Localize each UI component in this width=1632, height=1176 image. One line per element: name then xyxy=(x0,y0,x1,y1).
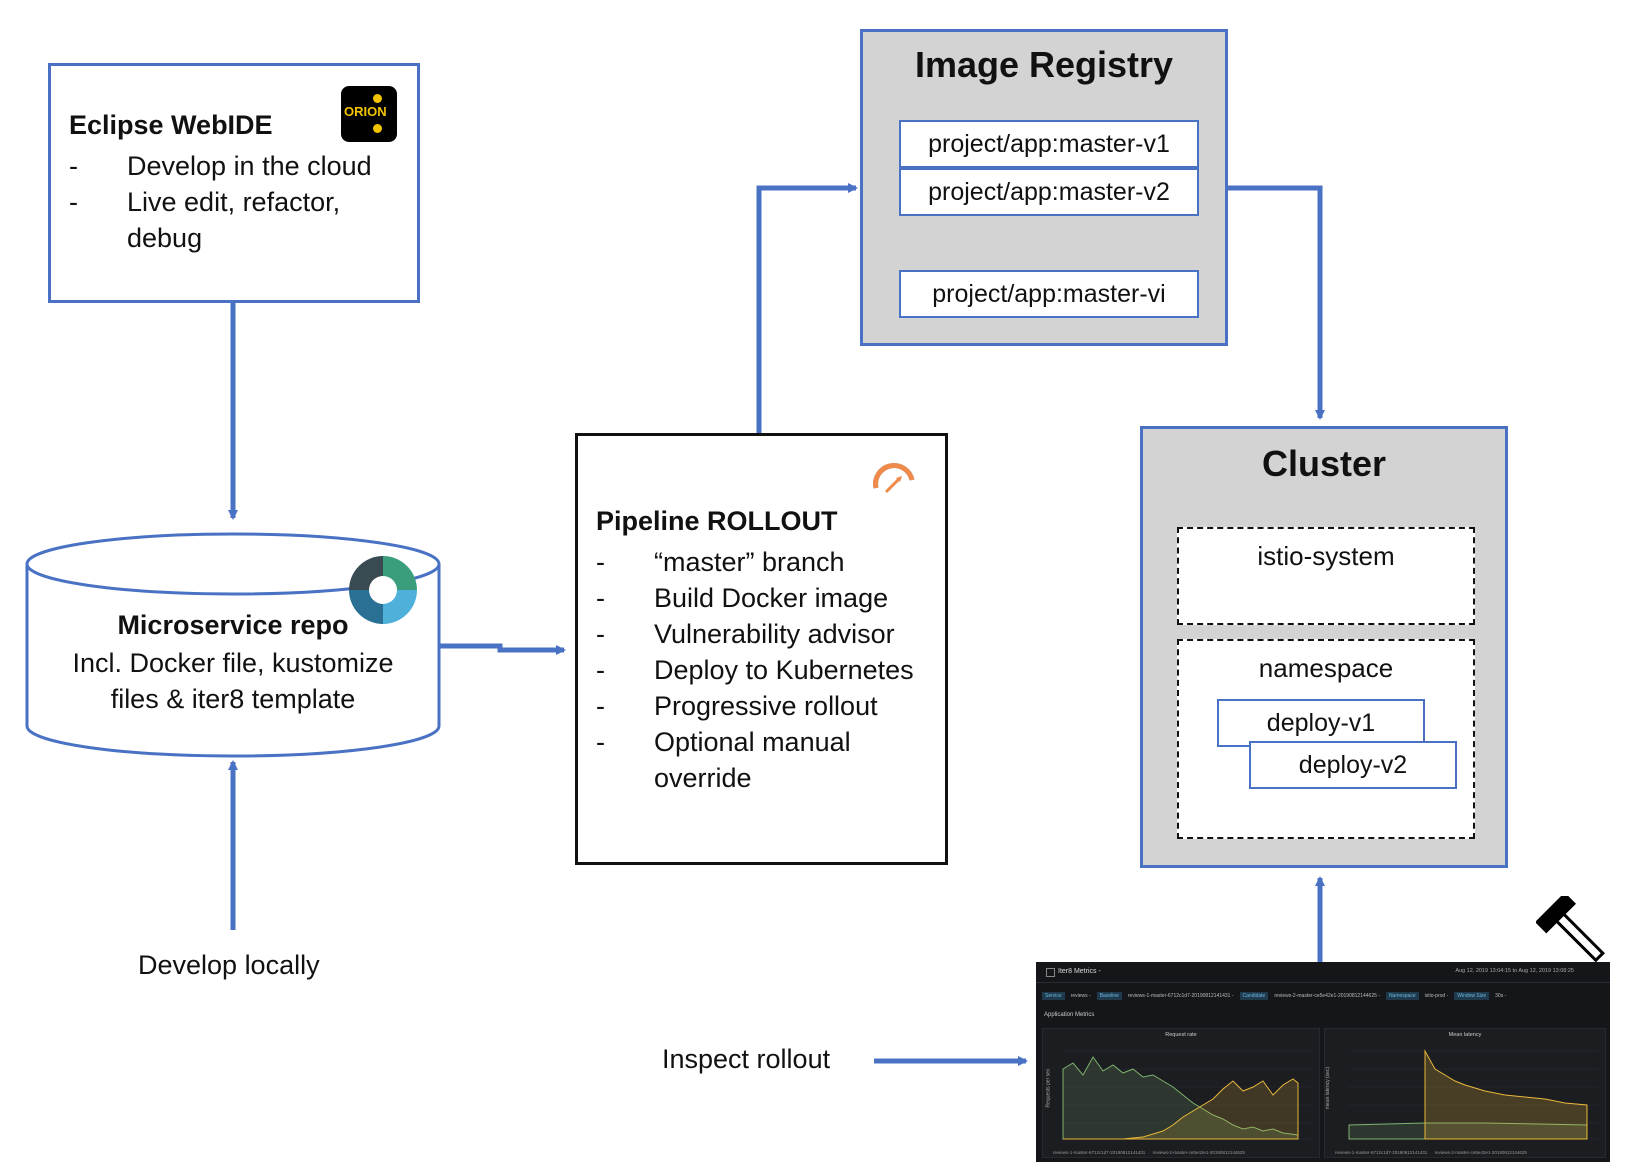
pipeline-list: - “master” branch - Build Docker image - Vu… xyxy=(596,544,941,796)
var-label: Candidate xyxy=(1239,992,1269,1000)
var-label: Namespace xyxy=(1385,992,1419,1000)
request-rate-title: Request rate xyxy=(1165,1032,1197,1038)
webide-box: ORION Eclipse WebIDE - Develop in the clo… xyxy=(48,63,420,303)
repo-line2: files & iter8 template xyxy=(110,684,356,714)
bullet-dash: - xyxy=(596,655,605,685)
webide-item: - Develop in the cloud xyxy=(69,148,409,184)
hammer-icon xyxy=(1536,896,1605,963)
legend-series-1: reviews-1-master-6712c1d7-20190812141431 xyxy=(1335,1150,1428,1155)
pipeline-item-text: Build Docker image xyxy=(654,583,889,613)
arrow-repo-to-pipeline xyxy=(437,643,566,655)
orion-dot-bottom xyxy=(373,124,382,133)
bullet-dash: - xyxy=(596,691,605,721)
var-label: Baseline xyxy=(1096,992,1122,1000)
pipeline-item: - Progressive rollout xyxy=(596,688,941,724)
repo-logo xyxy=(349,556,417,624)
webide-list: - Develop in the cloud - Live edit, refact… xyxy=(69,148,409,256)
orion-logo-text: ORION xyxy=(344,104,387,119)
pipeline-item-text: Optional manual override xyxy=(654,727,851,793)
pipeline-item: - “master” branch xyxy=(596,544,941,580)
mean-latency-plot xyxy=(1348,1049,1599,1140)
mean-latency-title: Mean latency xyxy=(1448,1032,1482,1038)
registry-box: Image Registry project/app:master-v1 pro… xyxy=(860,29,1228,346)
dashboard-title[interactable]: Iter8 Metrics - xyxy=(1058,968,1101,975)
repo-cylinder xyxy=(25,532,441,758)
legend-series-2: reviews-2-master-ce5e42e1-20190812144625 xyxy=(1434,1150,1527,1155)
namespace-label: namespace xyxy=(1258,653,1394,683)
var-value[interactable]: reviews-2-master-ce5e42e1-20190812144625… xyxy=(1274,993,1380,999)
arrow-registry-to-cluster xyxy=(1224,185,1325,420)
request-rate-panel: Request rate Requests per sec reviews-1-… xyxy=(1042,1028,1320,1158)
arrow-pipeline-to-registry xyxy=(756,183,858,433)
deploy-v1-box: deploy-v1 xyxy=(1217,699,1425,747)
iter8-dashboard: Iter8 Metrics - Aug 12, 2019 13:04:15 to… xyxy=(1036,962,1610,1162)
registry-image-tag: project/app:master-v1 xyxy=(899,120,1199,168)
bullet-dash: - xyxy=(69,151,78,181)
pipeline-item-text: Vulnerability advisor xyxy=(654,619,895,649)
develop-locally-label: Develop locally xyxy=(138,950,320,980)
pipeline-item: - Build Docker image xyxy=(596,580,941,616)
orion-logo: ORION xyxy=(341,86,397,142)
mean-latency-legend: reviews-1-master-6712c1d7-20190812141431… xyxy=(1335,1150,1527,1155)
orion-dot-top xyxy=(373,94,382,103)
pipeline-item-text: Deploy to Kubernetes xyxy=(654,655,914,685)
var-value[interactable]: istio-prod - xyxy=(1424,993,1449,999)
mean-latency-panel: Mean latency mean latency (sec) reviews-… xyxy=(1324,1028,1606,1158)
pipeline-box: Pipeline ROLLOUT - “master” branch - Build… xyxy=(575,433,948,865)
repo-logo-hole xyxy=(369,576,397,604)
var-value[interactable]: reviews-1-master-6712c1d7-20190812141431… xyxy=(1127,993,1234,999)
istio-system-label: istio-system xyxy=(1257,541,1395,571)
pipeline-title: Pipeline ROLLOUT xyxy=(596,506,838,536)
cluster-title: Cluster xyxy=(1261,443,1387,484)
dashboard-topbar: Iter8 Metrics - Aug 12, 2019 13:04:15 to… xyxy=(1036,962,1610,983)
inspect-rollout-label: Inspect rollout xyxy=(662,1044,831,1074)
bullet-dash: - xyxy=(596,727,605,757)
var-value[interactable]: 30s - xyxy=(1495,993,1507,999)
pipeline-item: - Optional manual override xyxy=(596,724,941,796)
dashboard-variables: Service reviews - Baseline reviews-1-maste… xyxy=(1042,990,1604,1002)
cluster-box: Cluster istio-system namespace deploy-v1… xyxy=(1140,426,1508,868)
dashboard-section-title[interactable]: Application Metrics xyxy=(1044,1012,1095,1018)
bullet-dash: - xyxy=(596,583,605,613)
legend-series-1: reviews-1-master-6712c1d7-20190812141431 xyxy=(1053,1150,1146,1155)
webide-item: - Live edit, refactor, debug xyxy=(69,184,409,256)
webide-title: Eclipse WebIDE xyxy=(69,110,273,140)
repo-line1: Incl. Docker file, kustomize xyxy=(72,648,394,678)
registry-image-tag: project/app:master-vi xyxy=(899,270,1199,318)
namespace-box: namespace deploy-v1 deploy-v2 xyxy=(1177,639,1475,839)
pipeline-icon xyxy=(868,458,920,510)
request-rate-plot xyxy=(1062,1050,1313,1140)
var-label: Window Size xyxy=(1454,992,1490,1000)
bullet-dash: - xyxy=(596,619,605,649)
dashboard-grid-icon xyxy=(1046,968,1055,977)
pipeline-item-text: Progressive rollout xyxy=(654,691,878,721)
bullet-dash: - xyxy=(596,547,605,577)
deploy-v2-box: deploy-v2 xyxy=(1249,741,1457,789)
dashboard-time-range[interactable]: Aug 12, 2019 13:04:15 to Aug 12, 2019 13… xyxy=(1455,968,1574,974)
pipeline-item: - Vulnerability advisor xyxy=(596,616,941,652)
legend-series-2: reviews-2-master-ce5e42e1-20190812144625 xyxy=(1152,1150,1245,1155)
webide-item-text: Develop in the cloud xyxy=(127,151,372,181)
webide-item-text: Live edit, refactor, debug xyxy=(127,187,341,253)
pipeline-item-text: “master” branch xyxy=(654,547,845,577)
request-rate-legend: reviews-1-master-6712c1d7-20190812141431… xyxy=(1053,1150,1245,1155)
registry-title: Image Registry xyxy=(914,44,1174,85)
repo-title: Microservice repo xyxy=(117,610,349,640)
registry-image-tag: project/app:master-v2 xyxy=(899,168,1199,216)
bullet-dash: - xyxy=(69,187,78,217)
pipeline-item: - Deploy to Kubernetes xyxy=(596,652,941,688)
istio-system-box: istio-system xyxy=(1177,527,1475,625)
var-label: Service xyxy=(1042,992,1065,1000)
var-value[interactable]: reviews - xyxy=(1070,993,1091,999)
